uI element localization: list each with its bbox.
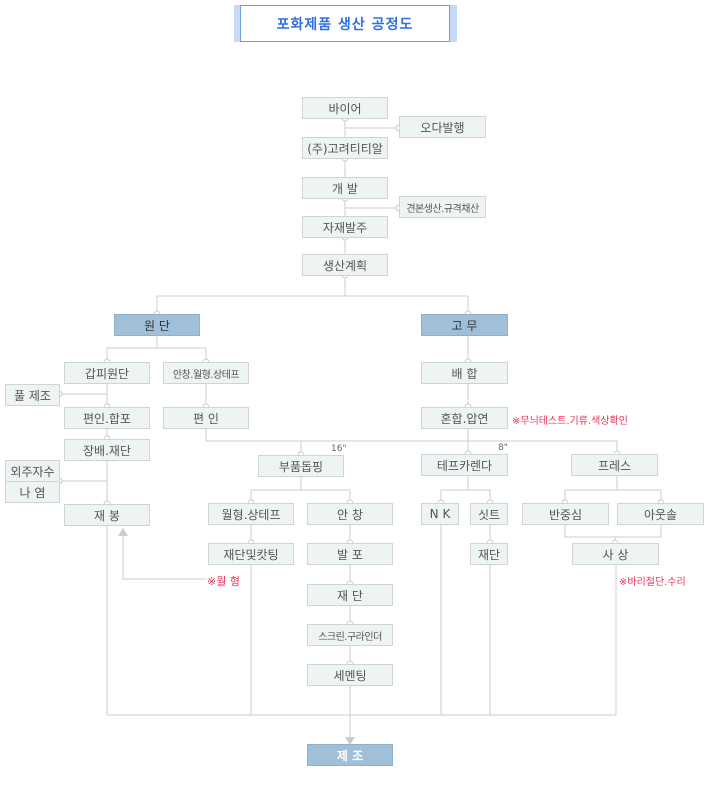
node-mix-roll: 혼합.압연	[421, 407, 508, 429]
node-buyer: 바이어	[302, 97, 388, 119]
node-company: (주)고려티티알	[302, 137, 388, 159]
node-upper-fabric: 갑피원단	[64, 362, 150, 384]
node-glue: 풀 제조	[5, 384, 60, 406]
node-embroidery: 외주자수	[5, 460, 60, 482]
node-counter-tape: 월형.상테프	[208, 503, 294, 525]
node-order: 오다발행	[399, 116, 486, 138]
node-press: 프레스	[571, 454, 658, 476]
node-sewing: 재 봉	[64, 504, 150, 526]
node-cementing: 세멘팅	[307, 664, 393, 686]
node-mixing: 배 합	[421, 362, 508, 384]
node-finishing: 사 상	[572, 543, 659, 565]
node-midsole: 반중심	[522, 503, 609, 525]
node-material-order: 자재발주	[302, 216, 388, 238]
diagram-title: 포화제품 생산 공정도	[240, 5, 450, 42]
node-insole: 안 창	[307, 503, 393, 525]
note-trim: ※바리절단.수리	[619, 577, 686, 588]
node-development: 개 발	[302, 177, 388, 199]
node-sample: 견본생산.규격채산	[399, 196, 486, 218]
node-outsole: 아웃솔	[617, 503, 704, 525]
node-screen: 스크린.구라인더	[307, 624, 393, 646]
node-nk: N K	[421, 503, 459, 525]
node-cutting-main: 장배.재단	[64, 439, 150, 461]
node-parts: 부품돕핑	[258, 455, 344, 477]
node-cut: 재 단	[307, 584, 393, 606]
note-mooney: ※무늬테스트.기류.색상확인	[512, 416, 628, 427]
note-counter: ※월 형	[207, 575, 240, 588]
node-manufacture: 제 조	[307, 744, 393, 766]
node-foam: 발 포	[307, 543, 393, 565]
node-fabric: 원 단	[114, 314, 200, 336]
node-cut-cutting: 재단및캇팅	[208, 543, 294, 565]
title-frame: 포화제품 생산 공정도	[234, 5, 457, 42]
size-16-label: 16"	[331, 444, 347, 454]
node-calender: 테프카렌다	[421, 454, 508, 476]
node-sheet: 싯트	[470, 503, 508, 525]
node-sheet-cut: 재단	[470, 543, 508, 565]
node-production-plan: 생산계획	[302, 254, 388, 276]
node-insole-material: 안창.월형.상테프	[163, 362, 249, 384]
node-printing: 나 염	[5, 481, 60, 503]
node-rubber: 고 무	[421, 314, 508, 336]
size-8-label: 8"	[498, 443, 508, 453]
node-print: 편 인	[163, 407, 249, 429]
node-print-laminate: 편인.합포	[64, 407, 150, 429]
